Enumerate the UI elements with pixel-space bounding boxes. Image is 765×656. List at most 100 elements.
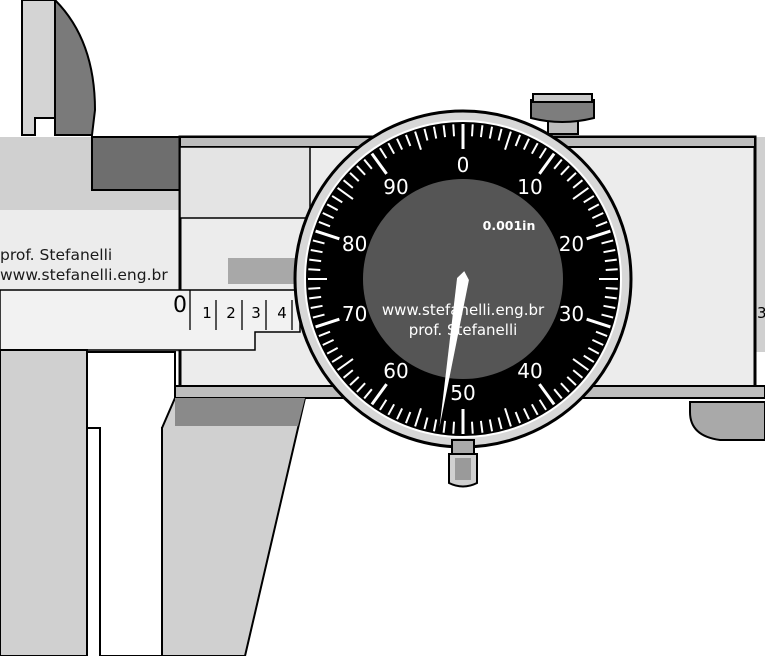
dial-tick xyxy=(423,128,429,141)
dial-number: 10 xyxy=(517,175,542,199)
dial-tick xyxy=(595,330,608,337)
dial-number: 80 xyxy=(342,232,367,256)
dial-tick xyxy=(470,421,474,434)
thumb-wheel xyxy=(689,401,765,441)
moving-jaw xyxy=(161,397,307,656)
dial-tick xyxy=(356,165,366,176)
dial-number: 20 xyxy=(559,232,584,256)
dial-tick xyxy=(342,179,354,189)
dial-tick xyxy=(326,203,339,211)
dial-tick xyxy=(488,419,494,432)
dial-tick xyxy=(560,382,570,393)
dial-tick xyxy=(504,408,512,427)
dial-tick xyxy=(442,420,447,433)
dial-tick xyxy=(583,195,595,204)
dial-tick xyxy=(322,338,335,346)
scale-tick-4: 4 xyxy=(277,304,287,322)
dial-tick xyxy=(322,212,335,220)
dial-tick xyxy=(432,126,438,139)
clamp-screw xyxy=(530,93,595,135)
dial-website: www.stefanelli.eng.br xyxy=(382,301,545,319)
dial-tick xyxy=(604,258,617,263)
dial-tick xyxy=(309,258,322,263)
dial-tick xyxy=(572,369,584,379)
dial-unit: 0.001in xyxy=(483,218,536,233)
beam-website: www.stefanelli.eng.br xyxy=(0,266,168,284)
dial-tick xyxy=(326,347,339,355)
dial-tick xyxy=(432,419,438,432)
dial-number: 70 xyxy=(342,302,367,326)
dial-tick xyxy=(605,268,618,272)
dial-tick xyxy=(312,239,325,245)
dial-tick xyxy=(405,134,412,147)
scale-tick-1: 1 xyxy=(202,304,212,322)
dial-tick xyxy=(452,421,456,434)
dial-tick xyxy=(522,407,530,420)
dial-tick xyxy=(312,313,325,319)
dial-tick xyxy=(315,229,340,241)
dial-tick xyxy=(497,128,503,141)
dial-tick xyxy=(504,131,512,150)
dial-tick xyxy=(572,358,589,371)
dial-tick xyxy=(308,268,321,272)
dial-tick xyxy=(387,403,395,416)
dial-tick xyxy=(379,399,388,411)
dial-tick xyxy=(363,158,373,170)
dial-tick xyxy=(470,124,474,137)
dial-tick xyxy=(414,408,422,427)
dial-tick xyxy=(370,152,388,175)
scale-zero: 0 xyxy=(173,293,187,318)
slider-shadow xyxy=(91,136,181,191)
beam-author: prof. Stefanelli xyxy=(0,246,112,264)
upper-jaw-hook xyxy=(54,0,97,136)
dial-tick xyxy=(531,403,539,416)
dial-tick xyxy=(560,165,570,176)
dial-tick xyxy=(349,376,360,386)
fixed-jaw xyxy=(0,349,88,656)
dial-tick xyxy=(601,239,614,245)
dial-tick xyxy=(349,172,360,182)
upper-jaw xyxy=(21,0,56,136)
dial-tick xyxy=(566,172,577,182)
dial-tick xyxy=(591,212,604,220)
dial-tick xyxy=(308,286,321,290)
dial-author: prof. Stefanelli xyxy=(409,321,518,339)
dial-tick xyxy=(605,286,618,290)
dial-tick xyxy=(479,125,484,138)
dial-tick xyxy=(423,417,429,430)
dial-number: 0 xyxy=(457,153,470,177)
dial-tick xyxy=(405,411,412,424)
dial-tick xyxy=(538,152,556,175)
dial-needle xyxy=(439,271,469,428)
dial-tick xyxy=(331,195,343,204)
dial-tick xyxy=(488,126,494,139)
dial-tick xyxy=(363,388,373,400)
dial-tick xyxy=(414,131,422,150)
dial-tick xyxy=(370,383,388,406)
dial-tick xyxy=(601,313,614,319)
dial-tick xyxy=(331,354,343,363)
dial-tick xyxy=(572,187,589,200)
dial-tick xyxy=(342,369,354,379)
dial-tick xyxy=(586,317,611,329)
dial-ticks xyxy=(308,124,618,434)
dial-tick xyxy=(531,142,539,155)
dial-tick xyxy=(497,417,503,430)
dial-tick xyxy=(318,330,331,337)
dial-tick xyxy=(586,229,611,241)
dial-number: 90 xyxy=(383,175,408,199)
dial-tick xyxy=(595,221,608,228)
dial-tick xyxy=(309,295,322,300)
dial-tick xyxy=(337,358,354,371)
dial-tick xyxy=(479,420,484,433)
dial-tick xyxy=(387,142,395,155)
dial-tick xyxy=(318,221,331,228)
dial-tick xyxy=(315,317,340,329)
scale-tick-3: 3 xyxy=(251,304,261,322)
dial-tick xyxy=(583,354,595,363)
dial-tick xyxy=(356,382,366,393)
dial-number: 50 xyxy=(450,381,475,405)
dial-tick xyxy=(553,388,563,400)
